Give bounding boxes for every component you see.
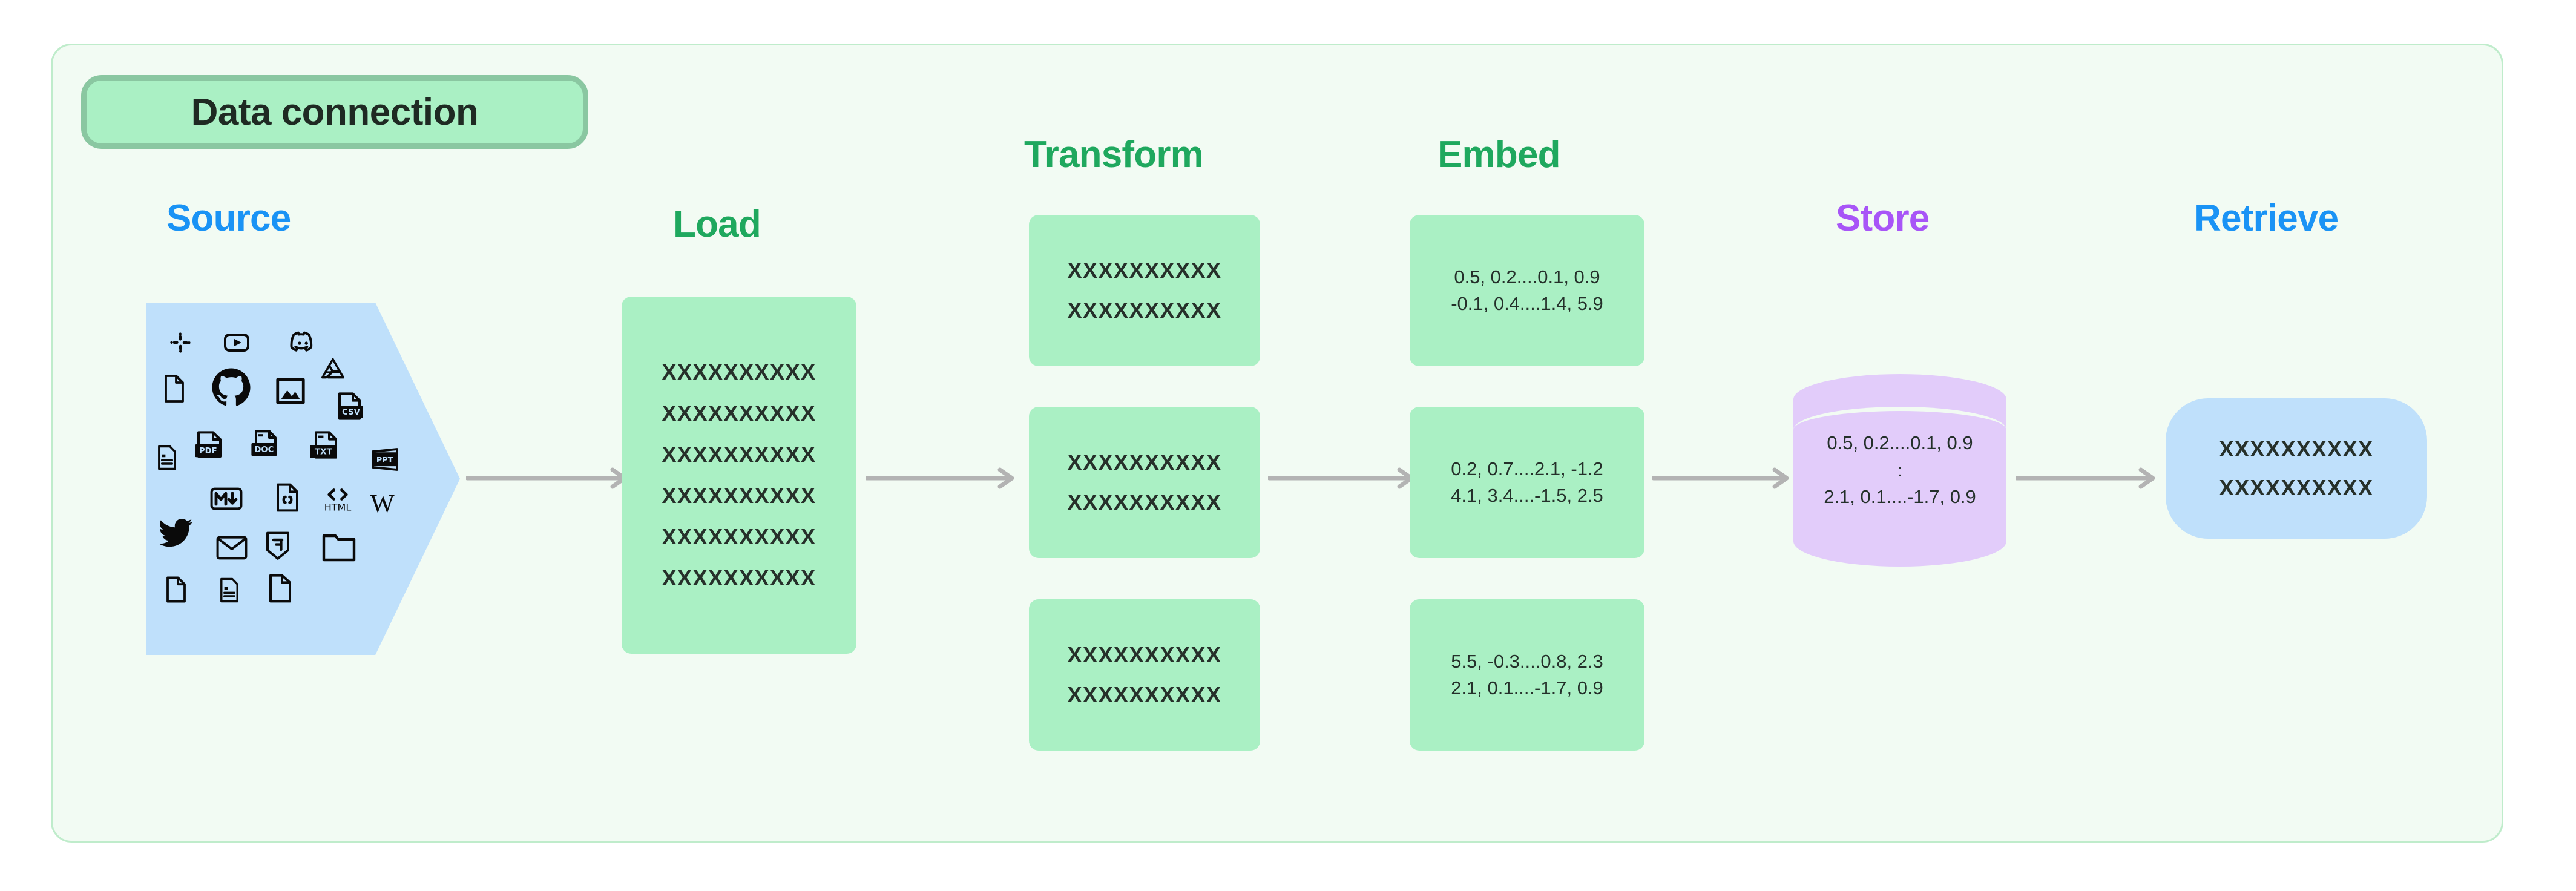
google-drive-icon [320,357,346,380]
load-line-6: XXXXXXXXXX [662,565,816,590]
transform-1-line-1: XXXXXXXXXX [1067,258,1222,283]
embed-2-line-1: 0.2, 0.7....2.1, -1.2 [1451,458,1603,479]
retrieve-line-2: XXXXXXXXXX [2219,475,2374,500]
txt-file-icon: TXT [310,431,343,461]
heading-transform: Transform [1024,134,1204,176]
document-lines-icon-2 [219,577,240,603]
load-line-4: XXXXXXXXXX [662,483,816,508]
transform-box-3: XXXXXXXXXX XXXXXXXXXX [1029,599,1260,751]
arrow-source-to-load [466,466,629,490]
transform-box-1: XXXXXXXXXX XXXXXXXXXX [1029,215,1260,366]
load-line-5: XXXXXXXXXX [662,524,816,549]
store-line-3: 2.1, 0.1....-1.7, 0.9 [1824,486,1976,508]
heading-store: Store [1836,197,1930,239]
arrow-store-to-retrieve [2016,466,2158,490]
ppt-file-icon: PPT [369,447,401,472]
source-icon-grid: PDF DOC TXT PPT [146,303,460,655]
transform-3-line-1: XXXXXXXXXX [1067,642,1222,667]
youtube-icon [222,328,251,357]
data-connection-badge: Data connection [81,75,588,149]
data-connection-panel [51,44,2503,843]
cylinder-rim [1793,407,2006,453]
svg-text:PPT: PPT [376,456,393,465]
email-icon [216,536,248,560]
github-icon [210,366,252,409]
markdown-icon [210,487,243,510]
slack-icon [168,330,192,355]
embed-3-line-1: 5.5, -0.3....0.8, 2.3 [1451,650,1603,672]
twitter-icon [159,518,194,547]
load-line-1: XXXXXXXXXX [662,360,816,384]
heading-source: Source [166,197,291,239]
transform-2-line-2: XXXXXXXXXX [1067,490,1222,515]
arrow-load-to-transform [866,466,1017,490]
heading-embed: Embed [1438,134,1561,176]
html-icon: HTML [322,487,353,513]
load-box: XXXXXXXXXX XXXXXXXXXX XXXXXXXXXX XXXXXXXXXX… [622,297,856,654]
embed-box-2: 0.2, 0.7....2.1, -1.2 4.1, 3.4....-1.5, 2… [1410,407,1644,558]
transform-box-2: XXXXXXXXXX XXXXXXXXXX [1029,407,1260,558]
embed-box-1: 0.5, 0.2....0.1, 0.9 -0.1, 0.4....1.4, 5.… [1410,215,1644,366]
load-line-2: XXXXXXXXXX [662,401,816,426]
store-cylinder: 0.5, 0.2....0.1, 0.9: 2.1, 0.1....-1.7, 0… [1793,374,2006,567]
store-line-2: : [1897,459,1903,481]
file-icon-3 [268,574,293,603]
file-icon-2 [165,576,188,603]
load-line-3: XXXXXXXXXX [662,442,816,467]
document-lines-icon [157,445,177,470]
arrow-embed-to-store [1652,466,1792,490]
cylinder-text: 0.5, 0.2....0.1, 0.9: 2.1, 0.1....-1.7, 0… [1793,374,2006,567]
heading-retrieve: Retrieve [2194,197,2339,239]
retrieve-line-1: XXXXXXXXXX [2219,436,2374,461]
csv-file-icon: CSV [337,392,365,420]
cylinder-bottom [1793,516,2006,567]
doc-file-icon: DOC [251,430,281,458]
svg-text:DOC: DOC [254,446,274,455]
data-connection-badge-label: Data connection [191,91,479,133]
svg-text:CSV: CSV [342,408,360,417]
svg-text:HTML: HTML [324,501,352,513]
folder-icon [322,533,356,562]
transform-3-line-2: XXXXXXXXXX [1067,682,1222,707]
discord-icon [289,327,319,357]
embed-3-line-2: 2.1, 0.1....-1.7, 0.9 [1451,677,1603,699]
svg-text:TXT: TXT [315,447,333,456]
css3-icon [265,531,291,561]
file-icon [162,374,187,403]
embed-box-3: 5.5, -0.3....0.8, 2.3 2.1, 0.1....-1.7, 0… [1410,599,1644,751]
arrow-transform-to-embed [1268,466,1416,490]
store-line-1: 0.5, 0.2....0.1, 0.9 [1827,432,1973,453]
retrieve-box: XXXXXXXXXX XXXXXXXXXX [2166,398,2427,539]
embed-1-line-2: -0.1, 0.4....1.4, 5.9 [1451,293,1603,314]
transform-1-line-2: XXXXXXXXXX [1067,298,1222,323]
heading-load: Load [673,203,761,245]
svg-text:PDF: PDF [199,447,217,456]
transform-2-line-1: XXXXXXXXXX [1067,450,1222,475]
pdf-file-icon: PDF [195,431,226,459]
wikipedia-icon: W [370,490,395,518]
json-file-icon [275,483,301,512]
embed-1-line-1: 0.5, 0.2....0.1, 0.9 [1454,266,1600,288]
image-icon [275,375,306,407]
embed-2-line-2: 4.1, 3.4....-1.5, 2.5 [1451,485,1603,506]
